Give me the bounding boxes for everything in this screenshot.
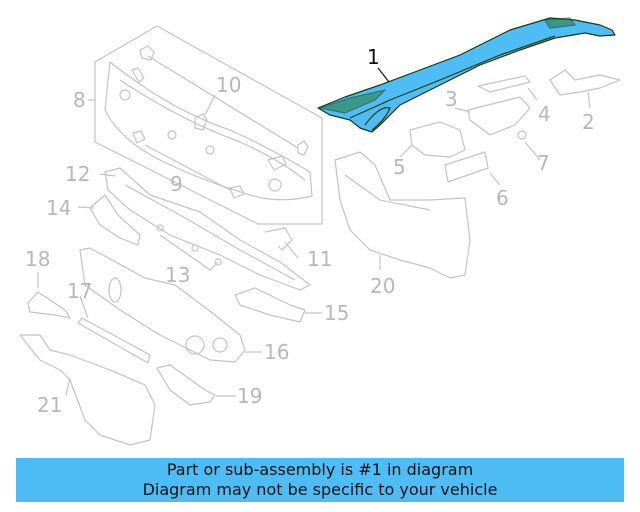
part-5-duct: [409, 121, 466, 158]
callout-7[interactable]: 7: [537, 151, 550, 175]
part-11-bracket: [264, 227, 293, 251]
part-17-strip: [77, 317, 151, 364]
part-20-panel: [334, 151, 471, 279]
part-2-bracket: [549, 69, 621, 96]
part-9-clip-b: [229, 185, 245, 199]
part-13-clip-c: [214, 258, 222, 266]
callout-17[interactable]: 17: [67, 279, 93, 303]
callout-2[interactable]: 2: [582, 110, 595, 134]
callout-9[interactable]: 9: [170, 172, 183, 196]
part-4-grille: [477, 75, 531, 93]
callout-10[interactable]: 10: [216, 73, 242, 97]
banner-line-1: Part or sub-assembly is #1 in diagram: [166, 460, 474, 479]
part-10-clip-a: [139, 45, 155, 61]
callout-20[interactable]: 20: [370, 274, 396, 298]
callout-4[interactable]: 4: [538, 102, 551, 126]
part-10-clip-c: [194, 113, 208, 131]
part-12-rail: [104, 167, 311, 291]
part-19-bracket: [156, 364, 216, 406]
callout-11[interactable]: 11: [307, 247, 333, 271]
part-16-panel: [79, 247, 246, 363]
callout-5[interactable]: 5: [393, 155, 406, 179]
callout-3[interactable]: 3: [445, 87, 458, 111]
callout-21[interactable]: 21: [37, 393, 63, 417]
banner-line-2: Diagram may not be specific to your vehi…: [142, 480, 498, 499]
callout-1[interactable]: 1: [367, 45, 380, 69]
part-9-clip-a: [132, 130, 146, 144]
callout-6[interactable]: 6: [496, 186, 509, 210]
part-3-duct: [467, 96, 531, 136]
part-8-cowl: [104, 61, 313, 201]
part-1-cowl-top: [317, 17, 616, 133]
part-10-clip-d: [297, 140, 309, 156]
callout-12[interactable]: 12: [65, 162, 91, 186]
part-13-clip-b: [191, 244, 199, 252]
part-13-clip-a: [156, 224, 164, 232]
part-15-bracket: [234, 287, 306, 323]
part-10-clip-b: [131, 67, 145, 83]
part-7-clip: [517, 130, 527, 140]
part-21-insulator: [19, 334, 156, 446]
part-18-bracket: [27, 291, 71, 319]
callout-19[interactable]: 19: [237, 384, 263, 408]
callout-16[interactable]: 16: [264, 340, 290, 364]
callout-13[interactable]: 13: [165, 263, 191, 287]
part-10-clip-e: [267, 155, 287, 171]
callout-8[interactable]: 8: [73, 88, 86, 112]
part-6-vent: [444, 151, 489, 183]
callout-15[interactable]: 15: [324, 301, 350, 325]
assembly-box-8: [94, 25, 323, 225]
part-14-bracket: [89, 194, 141, 246]
callout-18[interactable]: 18: [25, 247, 51, 271]
info-banner: Part or sub-assembly is #1 in diagram Di…: [16, 458, 624, 502]
callout-14[interactable]: 14: [46, 196, 72, 220]
